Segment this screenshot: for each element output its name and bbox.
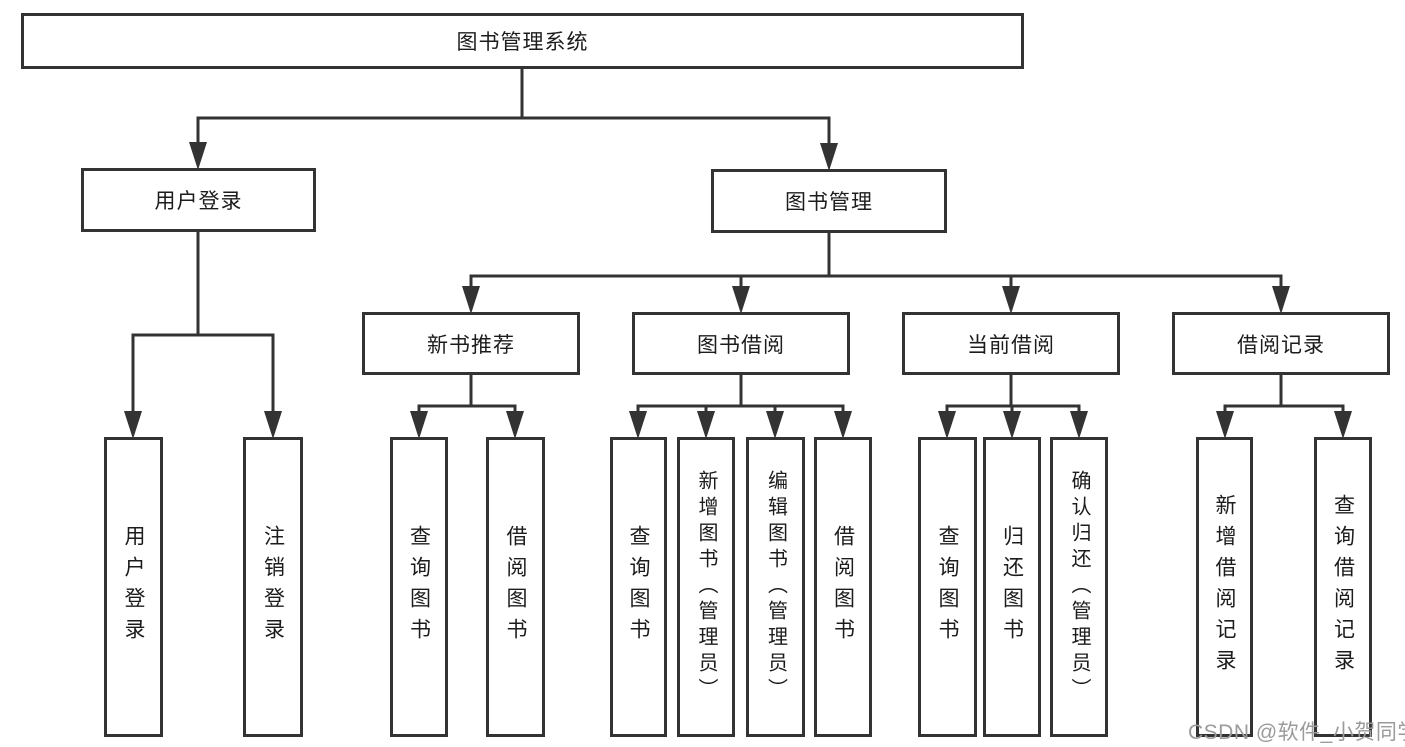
node-book-management: 图书管理 bbox=[711, 169, 947, 233]
node-leaf-confirm-return-admin: 确认归还（管理员） bbox=[1050, 437, 1108, 737]
node-leaf-query-books-2: 查询图书 bbox=[610, 437, 667, 737]
node-leaf-query-borrow-record: 查询借阅记录 bbox=[1314, 437, 1372, 737]
connector-records-to-leaves bbox=[1223, 373, 1345, 417]
node-current-borrowing-label: 当前借阅 bbox=[967, 333, 1055, 357]
node-leaf-logout: 注销登录 bbox=[243, 437, 303, 737]
arrow-down-icon bbox=[1002, 286, 1020, 314]
node-leaf-query-books-3: 查询图书 bbox=[918, 437, 977, 737]
connector-bookborrow-to-leaves bbox=[636, 373, 845, 417]
node-leaf-user-login: 用户登录 bbox=[104, 437, 163, 737]
node-new-book-recommend-label: 新书推荐 bbox=[427, 333, 515, 357]
node-root: 图书管理系统 bbox=[21, 13, 1024, 69]
arrow-down-icon bbox=[1003, 411, 1021, 439]
csdn-watermark: CSDN @软件_小贺同学 bbox=[1188, 721, 1405, 744]
node-leaf-add-books-admin-label: 新增图书（管理员） bbox=[695, 470, 717, 704]
node-book-borrowing: 图书借阅 bbox=[632, 312, 850, 375]
node-leaf-edit-books-admin-label: 编辑图书（管理员） bbox=[764, 470, 787, 704]
node-leaf-borrow-books-1-label: 借阅图书 bbox=[504, 525, 527, 649]
node-leaf-user-login-label: 用户登录 bbox=[122, 525, 145, 649]
node-leaf-borrow-books-1: 借阅图书 bbox=[486, 437, 545, 737]
connector-bookmgmt-to-level3 bbox=[469, 231, 1283, 292]
node-leaf-query-books-3-label: 查询图书 bbox=[936, 525, 959, 649]
arrow-down-icon bbox=[124, 411, 142, 439]
arrow-down-icon bbox=[264, 411, 282, 439]
arrow-down-icon bbox=[834, 411, 852, 439]
arrow-down-icon bbox=[506, 411, 524, 439]
arrow-down-icon bbox=[938, 411, 956, 439]
node-book-borrowing-label: 图书借阅 bbox=[697, 333, 785, 357]
node-user-login: 用户登录 bbox=[81, 168, 316, 232]
connector-newbook-to-leaves bbox=[417, 373, 517, 417]
connector-userlogin-to-leaves bbox=[131, 230, 275, 417]
node-leaf-query-books-1: 查询图书 bbox=[390, 437, 448, 737]
arrow-down-icon bbox=[732, 286, 750, 314]
connector-currentborrow-to-leaves bbox=[945, 373, 1081, 417]
arrow-down-icon bbox=[1334, 411, 1352, 439]
arrow-down-icon bbox=[1216, 411, 1234, 439]
node-leaf-query-borrow-record-label: 查询借阅记录 bbox=[1331, 494, 1355, 680]
node-leaf-add-borrow-record: 新增借阅记录 bbox=[1196, 437, 1253, 737]
node-leaf-query-books-2-label: 查询图书 bbox=[627, 525, 650, 649]
node-root-label: 图书管理系统 bbox=[456, 31, 589, 54]
node-leaf-edit-books-admin: 编辑图书（管理员） bbox=[746, 437, 805, 737]
arrow-down-icon bbox=[820, 143, 838, 171]
arrow-down-icon bbox=[1272, 286, 1290, 314]
connector-root-to-level2 bbox=[196, 67, 831, 148]
node-leaf-borrow-books-2-label: 借阅图书 bbox=[831, 525, 855, 649]
node-leaf-return-books-label: 归还图书 bbox=[1000, 525, 1024, 649]
arrow-down-icon bbox=[462, 286, 480, 314]
node-book-management-label: 图书管理 bbox=[785, 191, 873, 214]
arrow-down-icon bbox=[1070, 411, 1088, 439]
node-borrowing-records: 借阅记录 bbox=[1172, 312, 1390, 375]
node-new-book-recommend: 新书推荐 bbox=[362, 312, 580, 375]
node-leaf-add-borrow-record-label: 新增借阅记录 bbox=[1213, 494, 1236, 680]
node-leaf-add-books-admin: 新增图书（管理员） bbox=[677, 437, 735, 737]
node-user-login-label: 用户登录 bbox=[154, 190, 243, 213]
node-leaf-return-books: 归还图书 bbox=[983, 437, 1041, 737]
arrow-down-icon bbox=[410, 411, 428, 439]
node-leaf-confirm-return-admin-label: 确认归还（管理员） bbox=[1068, 470, 1090, 704]
connector-paths bbox=[131, 67, 1345, 417]
node-leaf-logout-label: 注销登录 bbox=[261, 525, 285, 649]
arrowheads bbox=[124, 142, 1352, 439]
node-current-borrowing: 当前借阅 bbox=[902, 312, 1120, 375]
node-leaf-borrow-books-2: 借阅图书 bbox=[814, 437, 872, 737]
arrow-down-icon bbox=[697, 411, 715, 439]
arrow-down-icon bbox=[189, 142, 207, 170]
arrow-down-icon bbox=[766, 411, 784, 439]
arrow-down-icon bbox=[629, 411, 647, 439]
node-leaf-query-books-1-label: 查询图书 bbox=[407, 525, 431, 649]
node-borrowing-records-label: 借阅记录 bbox=[1237, 333, 1325, 357]
